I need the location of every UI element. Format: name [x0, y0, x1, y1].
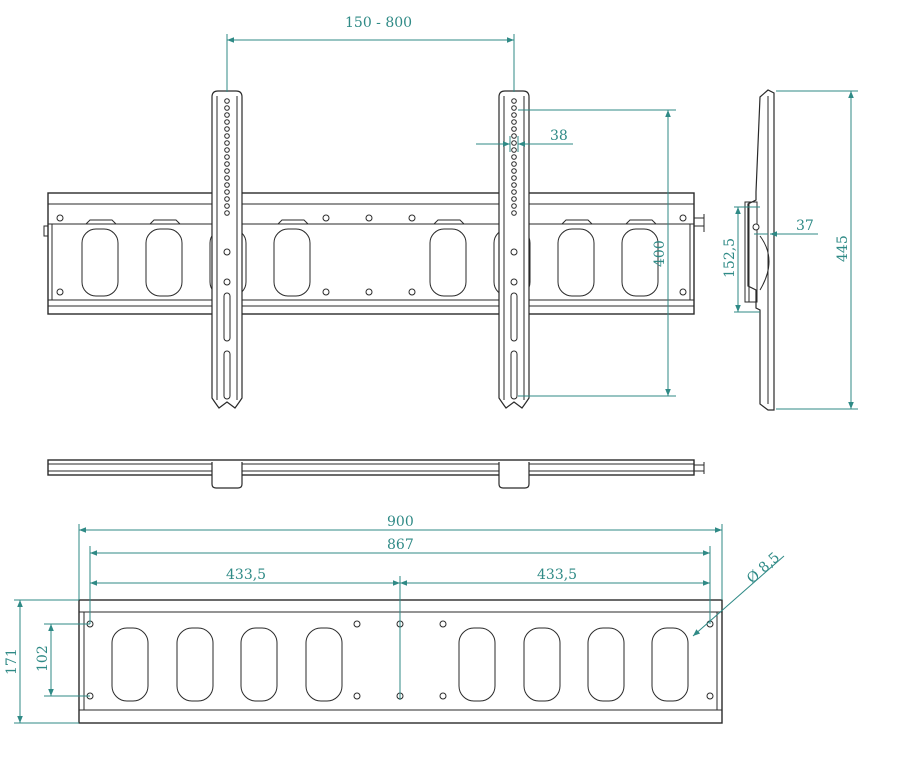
- dim-half-span-left-label: 433,5: [226, 567, 266, 583]
- dim-vesa-vertical-label: 400: [652, 240, 668, 267]
- dim-vesa-horizontal: 150 - 800: [226, 15, 515, 92]
- front-plate-cutouts: [81, 219, 659, 297]
- left-arm-hole-column: [224, 98, 230, 216]
- dim-vesa-vertical: 400: [518, 109, 676, 397]
- dim-hole-span-label: 867: [387, 537, 414, 553]
- dim-side-total-height-label: 445: [835, 235, 851, 262]
- dim-side-total-height: 445: [776, 90, 858, 410]
- plate-view: 900 867 433,5 433,5 Ø 8,5 171: [4, 514, 785, 724]
- dim-plate-width-label: 900: [387, 514, 414, 530]
- dim-hole-diameter-label: Ø 8,5: [744, 550, 783, 587]
- dim-side-hook-height: 152,5: [722, 206, 760, 313]
- dim-side-depth-label: 37: [796, 218, 814, 234]
- dim-half-spans: 433,5 433,5: [90, 567, 710, 700]
- dim-half-span-right-label: 433,5: [537, 567, 577, 583]
- dim-side-depth: 37: [754, 218, 818, 237]
- dim-slot-offset: 38: [476, 128, 573, 152]
- dim-vesa-horizontal-label: 150 - 800: [345, 15, 412, 31]
- dim-hole-vertical-label: 102: [35, 645, 51, 672]
- dim-plate-width: 900: [78, 514, 723, 600]
- dim-side-hook-height-label: 152,5: [722, 238, 738, 278]
- top-view: [47, 459, 705, 489]
- front-right-arm: [498, 90, 530, 409]
- dim-hole-vertical: 102: [35, 623, 90, 697]
- front-view: 150 - 800 38 400: [43, 15, 705, 409]
- dim-plate-height-label: 171: [4, 648, 20, 675]
- front-left-arm: [211, 90, 243, 409]
- plate-cutouts: [111, 627, 689, 702]
- dim-slot-offset-label: 38: [550, 128, 568, 144]
- front-plate-holes: [56, 214, 687, 296]
- front-wall-plate: [47, 192, 695, 315]
- dim-plate-height: 171: [4, 599, 79, 724]
- side-profile: [747, 89, 775, 411]
- side-view: 37 152,5 445: [722, 89, 858, 411]
- right-arm-hole-column: [511, 98, 517, 216]
